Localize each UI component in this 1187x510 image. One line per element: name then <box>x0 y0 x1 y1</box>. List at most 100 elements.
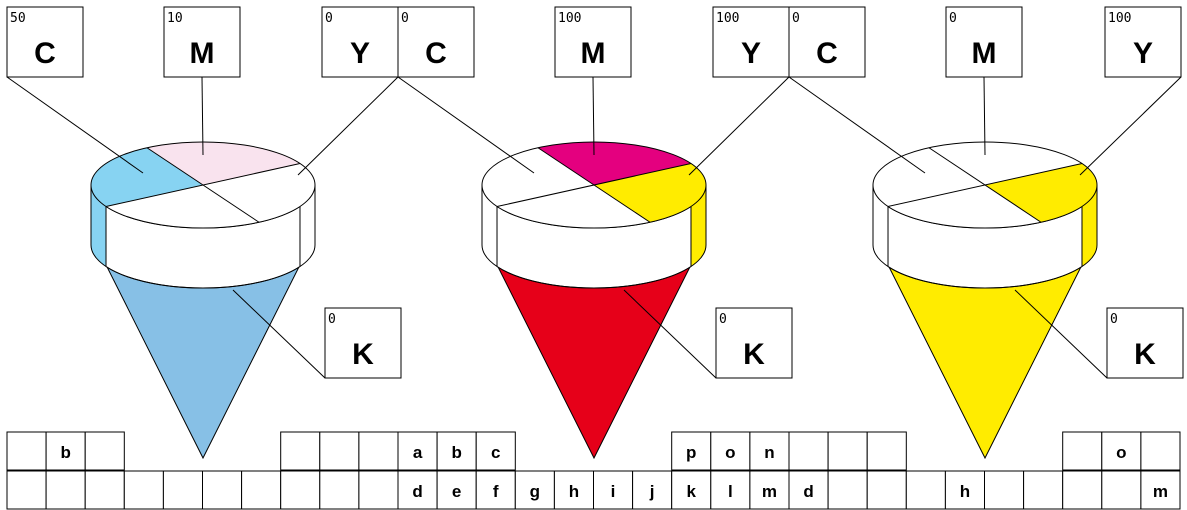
grid-row2-cell: f <box>476 471 515 509</box>
grid-cell-frame <box>1063 432 1102 470</box>
grid-cell-frame <box>320 432 359 470</box>
leader-line <box>689 77 789 175</box>
grid-row1-cell <box>281 432 320 470</box>
value-text: 0 <box>949 11 957 26</box>
value-text: 50 <box>10 11 26 26</box>
grid-letter: h <box>960 482 970 501</box>
grid-row1-cell: b <box>46 432 85 470</box>
grid-cell-frame <box>867 471 906 509</box>
grid-row2-cell <box>867 471 906 509</box>
grid-letter: b <box>60 443 70 462</box>
grid-cell-frame <box>320 471 359 509</box>
grid-letter: m <box>762 482 777 501</box>
cone-red <box>482 142 706 458</box>
value-text: 10 <box>167 11 183 26</box>
grid-cell-frame <box>7 432 46 470</box>
grid-row1-cell: b <box>437 432 476 470</box>
grid-row2-cell: d <box>789 471 828 509</box>
channel-letter: Y <box>741 37 761 70</box>
grid-row2-cell <box>7 471 46 509</box>
leader-line <box>298 77 398 175</box>
grid-row1-cell <box>1063 432 1102 470</box>
grid-letter: a <box>413 443 423 462</box>
grid-cell-frame <box>7 471 46 509</box>
leader-line <box>1080 77 1181 175</box>
grid-row2-cell <box>203 471 242 509</box>
grid-letter: o <box>1116 443 1126 462</box>
channel-letter: K <box>743 338 765 371</box>
grid-cell-frame <box>242 471 281 509</box>
grid-letter: e <box>452 482 461 501</box>
grid-cell-frame <box>124 471 163 509</box>
grid-cell-frame <box>46 471 85 509</box>
grid-row1-cell: o <box>1102 432 1141 470</box>
grid-letter: d <box>803 482 813 501</box>
channel-letter: M <box>581 37 606 70</box>
channel-letter: C <box>34 37 56 70</box>
grid-cell-frame <box>281 471 320 509</box>
grid-letter: f <box>493 482 499 501</box>
leader-line <box>789 77 925 173</box>
grid-row1-cell <box>320 432 359 470</box>
grid-row2-cell <box>828 471 867 509</box>
grid-cell-frame <box>1141 432 1180 470</box>
grid-row2-cell <box>985 471 1024 509</box>
value-text: 0 <box>719 312 727 327</box>
grid-row2-cell: d <box>398 471 437 509</box>
grid-row2-cell: k <box>672 471 711 509</box>
label-box-c-red: 0C <box>398 7 534 173</box>
value-text: 100 <box>716 11 739 26</box>
grid-cell-frame <box>867 432 906 470</box>
grid-row2-cell: l <box>711 471 750 509</box>
grid-cell-frame <box>85 471 124 509</box>
grid-cell-frame <box>1024 471 1063 509</box>
cone-yellow <box>873 142 1097 458</box>
grid-letter: n <box>764 443 774 462</box>
grid-row1-cell <box>1141 432 1180 470</box>
grid-cell-frame <box>85 432 124 470</box>
grid-letter: g <box>530 482 540 501</box>
leader-line <box>398 77 534 173</box>
label-box-m-light-blue: 10M <box>164 7 240 155</box>
grid-row1-cell <box>828 432 867 470</box>
grid-cell-frame <box>828 432 867 470</box>
grid-row2-cell <box>359 471 398 509</box>
grid-row2-cell <box>906 471 945 509</box>
grid-cell-frame <box>359 471 398 509</box>
grid-cell-frame <box>985 471 1024 509</box>
grid-cell-frame <box>281 432 320 470</box>
value-text: 0 <box>401 11 409 26</box>
cones-layer <box>91 142 1097 458</box>
value-text: 0 <box>1110 312 1118 327</box>
label-box-m-yellow: 0M <box>946 7 1022 155</box>
channel-letter: C <box>816 37 838 70</box>
cone-light-blue <box>91 142 315 458</box>
grid-letter: d <box>412 482 422 501</box>
grid-row2-cell: i <box>594 471 633 509</box>
grid-row1-cell: a <box>398 432 437 470</box>
grid-cell-frame <box>789 432 828 470</box>
grid-cell-frame <box>1102 471 1141 509</box>
grid-row2-cell <box>1102 471 1141 509</box>
grid-row1-cell <box>359 432 398 470</box>
grid-row2-cell <box>281 471 320 509</box>
grid-row1-cell <box>867 432 906 470</box>
grid-row2-cell <box>1063 471 1102 509</box>
grid-letter: b <box>451 443 461 462</box>
grid-row1-cell <box>85 432 124 470</box>
channel-letter: K <box>1134 338 1156 371</box>
grid-row1-cell: p <box>672 432 711 470</box>
grid-letter: m <box>1153 482 1168 501</box>
value-text: 0 <box>328 312 336 327</box>
value-text: 100 <box>558 11 581 26</box>
label-box-y-light-blue: 0Y <box>298 7 398 175</box>
grid-row1-cell: c <box>476 432 515 470</box>
grid-letter: p <box>686 443 696 462</box>
channel-letter: C <box>425 37 447 70</box>
channel-letter: M <box>972 37 997 70</box>
label-box-c-light-blue: 50C <box>7 7 143 173</box>
grid-row2-cell <box>163 471 202 509</box>
grid-row1-cell: o <box>711 432 750 470</box>
